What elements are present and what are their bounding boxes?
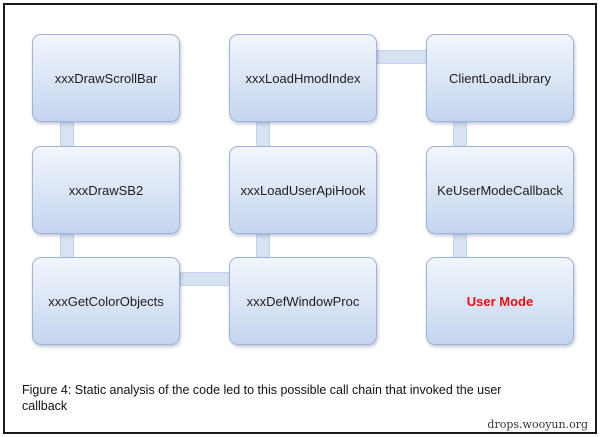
node-keusermodecallback: KeUserModeCallback (426, 146, 574, 234)
connector-defwindowproc-loaduserapihook (256, 233, 270, 259)
node-xxxdefwindowproc: xxxDefWindowProc (229, 257, 377, 345)
node-clientloadlibrary: ClientLoadLibrary (426, 34, 574, 122)
connector-drawsb2-getcolorobjects (60, 233, 74, 259)
node-xxxloaduserapihook: xxxLoadUserApiHook (229, 146, 377, 234)
node-label: xxxGetColorObjects (48, 293, 164, 309)
node-label-user-mode: User Mode (466, 293, 534, 309)
node-xxxloadhmodindex: xxxLoadHmodIndex (229, 34, 377, 122)
node-xxxdrawscrollbar: xxxDrawScrollBar (32, 34, 180, 122)
node-label: KeUserModeCallback (437, 182, 563, 198)
connector-getcolorobjects-defwindowproc (180, 272, 230, 286)
node-label: xxxDefWindowProc (246, 293, 360, 309)
node-label: xxxLoadHmodIndex (245, 70, 361, 86)
node-label: xxxDrawScrollBar (54, 70, 158, 86)
node-label: ClientLoadLibrary (449, 70, 551, 86)
node-label: xxxDrawSB2 (68, 182, 144, 198)
watermark: drops.wooyun.org (487, 418, 588, 431)
node-label: xxxLoadUserApiHook (240, 182, 366, 198)
figure-caption: Figure 4: Static analysis of the code le… (22, 383, 502, 413)
connector-keusermodecallback-usermode (453, 233, 467, 259)
connector-clientloadlibrary-keusermodecallback (453, 121, 467, 147)
node-user-mode: User Mode (426, 257, 574, 345)
connector-drawscrollbar-drawsb2 (60, 121, 74, 147)
connector-loadhmodindex-clientloadlibrary (377, 50, 427, 64)
connector-loaduserapihook-loadhmodindex (256, 121, 270, 147)
node-xxxdrawsb2: xxxDrawSB2 (32, 146, 180, 234)
node-xxxgetcolorobjects: xxxGetColorObjects (32, 257, 180, 345)
